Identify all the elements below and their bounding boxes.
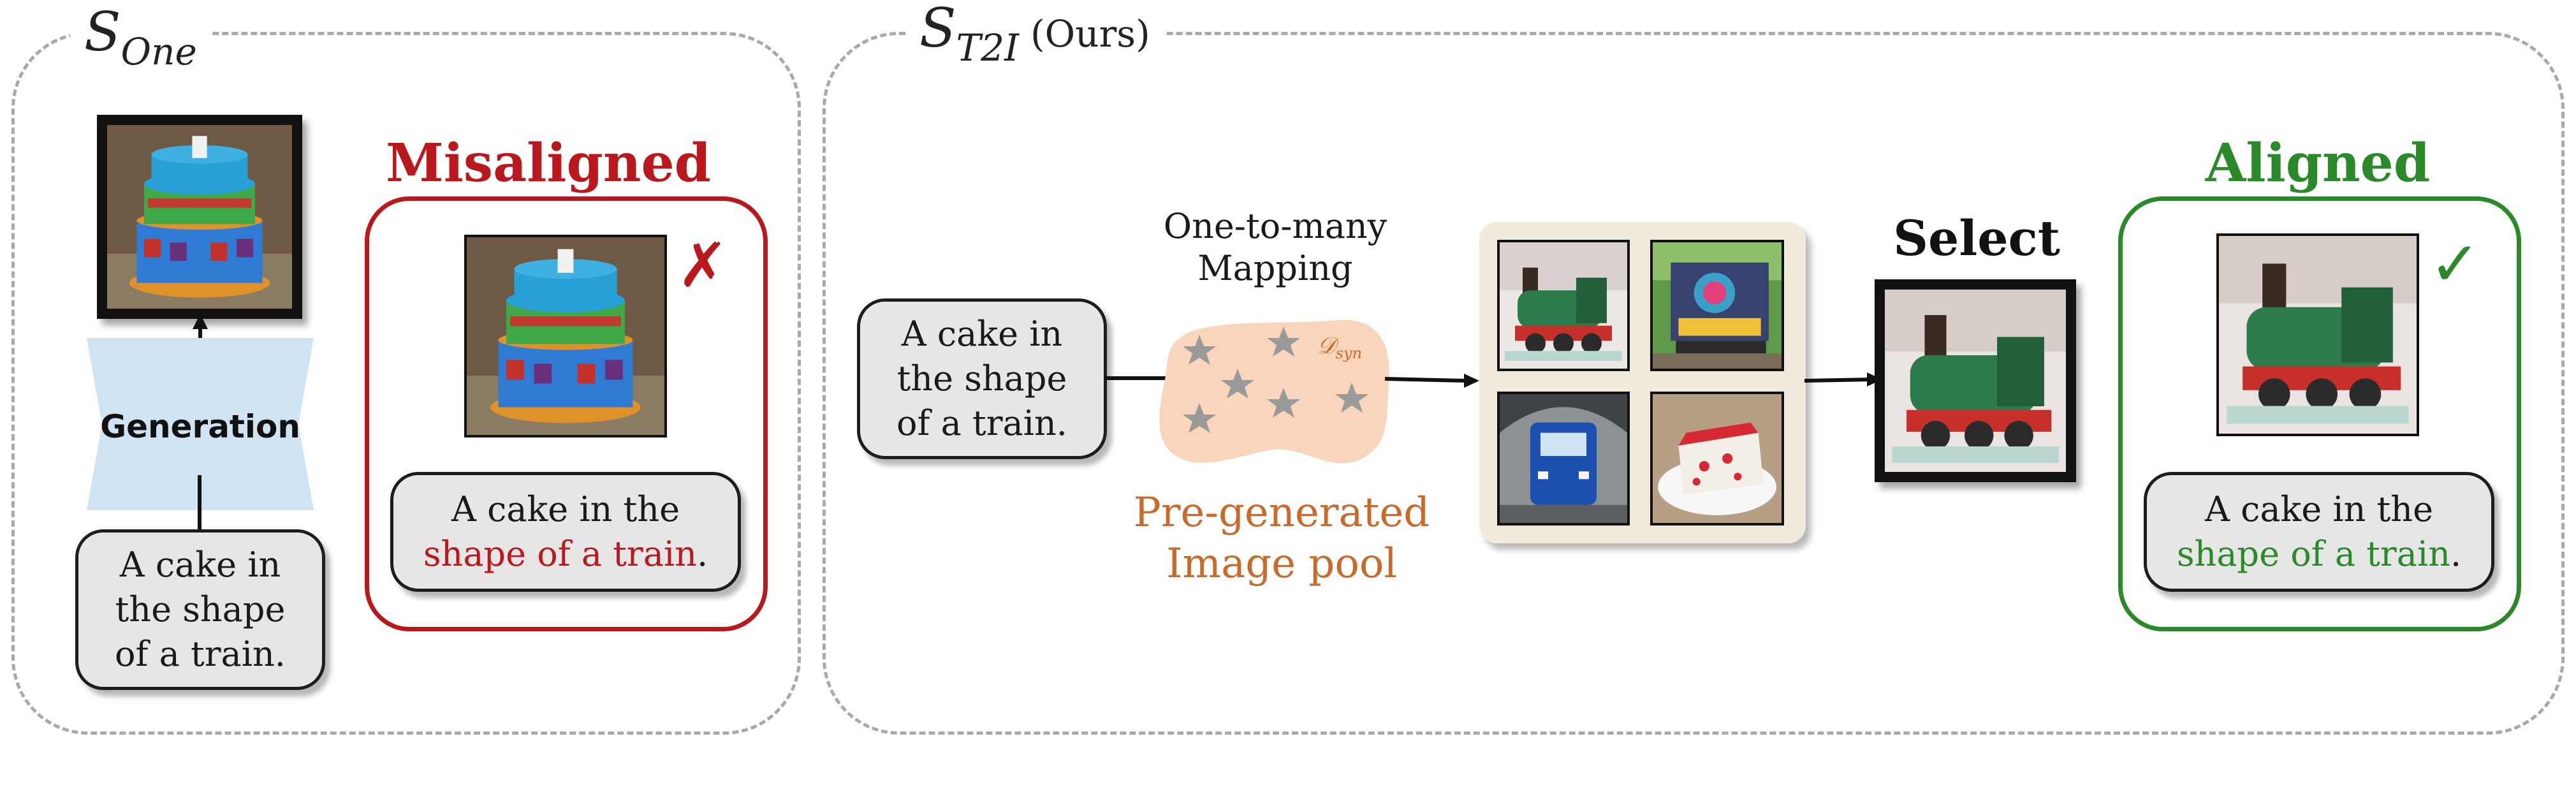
prompt-line: of a train. xyxy=(896,403,1067,443)
aligned-caption-box: A cake in the shape of a train. xyxy=(2144,472,2494,592)
pool-symbol: 𝒟syn xyxy=(1317,333,1363,363)
mapping-label-line: Mapping xyxy=(1197,248,1353,288)
prompt-line: the shape xyxy=(115,589,286,629)
right-panel-title: ST2I(Ours) xyxy=(905,1,1164,66)
caption-end: . xyxy=(2450,534,2462,574)
mapping-label-line: One-to-many xyxy=(1163,206,1387,246)
misaligned-caption-box: A cake in the shape of a train. xyxy=(390,472,741,592)
generator-shape xyxy=(87,338,314,510)
prompt-to-pool-line xyxy=(1104,376,1168,380)
star-icon xyxy=(1221,369,1254,399)
aligned-box xyxy=(2118,196,2521,631)
prompt-line: A cake in xyxy=(901,314,1063,354)
image-pool-blob xyxy=(1159,320,1389,464)
misaligned-box xyxy=(365,196,768,631)
left-prompt-box: A cake in the shape of a train. xyxy=(75,529,325,690)
caption-highlight: shape of a train xyxy=(423,534,697,574)
pool-image-blue-train xyxy=(1497,392,1630,525)
selected-train-cake-image xyxy=(1875,279,2076,482)
caption-line-plain: A cake in the xyxy=(2204,489,2434,529)
star-icon xyxy=(1183,403,1216,433)
aligned-heading: Aligned xyxy=(2205,133,2431,194)
pool-image-graffiti-train xyxy=(1650,240,1784,371)
pool-image-train-cake xyxy=(1497,240,1630,371)
left-panel xyxy=(11,32,801,735)
prompt-line: of a train. xyxy=(115,634,286,674)
cross-mark-icon: ✗ xyxy=(677,230,729,301)
caption-line-highlight: shape of a train. xyxy=(2147,532,2491,577)
caption-line-plain: A cake in the xyxy=(451,489,680,529)
mapping-label: One-to-many Mapping xyxy=(1135,205,1416,290)
star-icon xyxy=(1267,388,1300,418)
prompt-to-generator-line xyxy=(198,475,201,533)
aligned-train-cake-image xyxy=(2216,233,2419,436)
prompt-line: the shape xyxy=(896,358,1067,399)
misaligned-heading: Misaligned xyxy=(386,133,711,194)
right-prompt-box: A cake in the shape of a train. xyxy=(857,298,1107,459)
caption-line-highlight: shape of a train. xyxy=(393,532,738,577)
pool-image-cake-slice xyxy=(1650,392,1784,525)
caption-highlight: shape of a train xyxy=(2176,534,2450,574)
check-mark-icon: ✓ xyxy=(2429,228,2481,300)
star-icon xyxy=(1335,383,1368,413)
left-panel-title: SOne xyxy=(70,5,211,70)
generated-cake-image xyxy=(97,115,302,319)
select-label: Select xyxy=(1893,210,2060,267)
grid-to-select-arrow xyxy=(1804,372,1882,386)
star-icon xyxy=(1267,327,1300,356)
pool-to-grid-arrow xyxy=(1385,374,1479,388)
misaligned-cake-image xyxy=(464,235,667,437)
generation-label: Generation xyxy=(100,408,300,445)
right-panel xyxy=(823,32,2565,735)
caption-end: . xyxy=(696,534,708,574)
pool-label-line: Pre-generated xyxy=(1133,489,1430,536)
pool-label-line: Image pool xyxy=(1166,540,1397,587)
prompt-line: A cake in xyxy=(119,545,281,585)
star-icon xyxy=(1183,335,1216,365)
pool-label: Pre-generated Image pool xyxy=(1109,487,1454,589)
